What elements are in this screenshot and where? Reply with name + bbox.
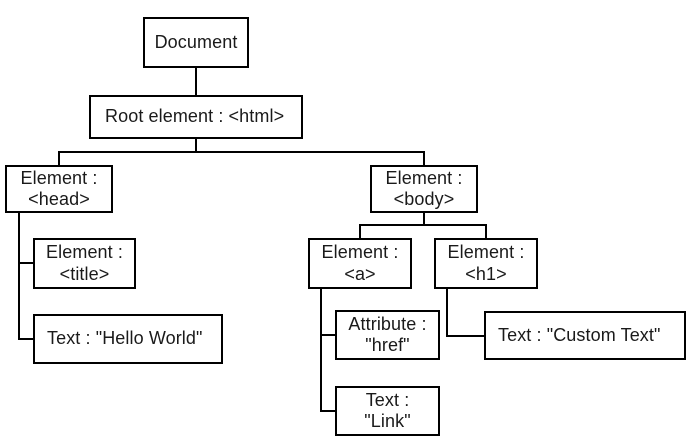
- tree-node-root: Root element : <html>: [89, 95, 303, 139]
- tree-node-body: Element : <body>: [370, 165, 478, 213]
- edge-body-to-h1: [423, 213, 487, 238]
- tree-node-anchor: Element : <a>: [308, 238, 412, 289]
- edge-h1-to-customtext: [446, 289, 484, 337]
- edge-body-to-anchor: [359, 213, 425, 238]
- edge-head-to-title: [18, 213, 33, 264]
- edge-head-to-helloworld: [18, 213, 33, 340]
- tree-node-title: Element : <title>: [33, 238, 136, 289]
- tree-node-helloworld: Text : "Hello World": [33, 314, 223, 364]
- edge-anchor-to-link: [320, 289, 335, 412]
- tree-node-link: Text : "Link": [335, 386, 440, 436]
- tree-node-customtext: Text : "Custom Text": [484, 311, 686, 360]
- edge-anchor-to-href: [320, 289, 335, 336]
- tree-node-h1: Element : <h1>: [434, 238, 538, 289]
- edge-root-to-body: [195, 139, 425, 165]
- tree-node-href: Attribute : "href": [335, 310, 440, 360]
- tree-node-document: Document: [143, 17, 249, 68]
- edge-root-to-head: [58, 139, 197, 165]
- tree-node-head: Element : <head>: [5, 165, 113, 213]
